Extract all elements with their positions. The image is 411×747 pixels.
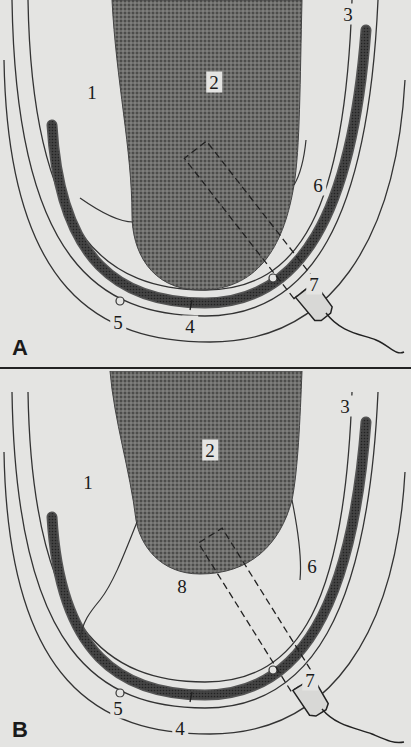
callout-number: 4	[182, 316, 198, 337]
callout-number: 6	[304, 556, 320, 577]
callout-number: 1	[84, 82, 100, 103]
callout-number: 8	[174, 576, 190, 597]
callout-number: 5	[110, 698, 126, 719]
callout-number: 2	[202, 440, 218, 461]
panel-letter: A	[9, 336, 31, 360]
callout-number: 3	[337, 396, 353, 417]
callout-number: 2	[206, 72, 222, 93]
callout-number: 6	[310, 175, 326, 196]
callout-number: 5	[110, 312, 126, 333]
callout-number: 7	[306, 274, 322, 295]
callout-number: 1	[80, 472, 96, 493]
callout-number: 4	[172, 718, 188, 739]
panel-letter: B	[9, 718, 31, 742]
callout-number: 3	[340, 4, 356, 25]
callout-number: 7	[302, 670, 318, 691]
